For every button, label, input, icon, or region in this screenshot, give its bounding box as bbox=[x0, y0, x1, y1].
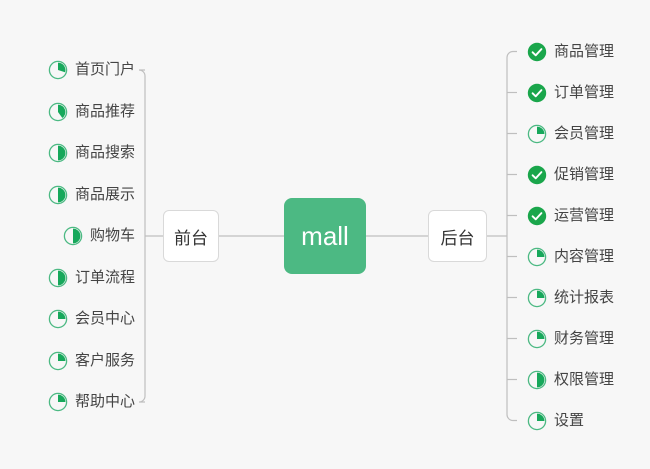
leaf-label: 商品管理 bbox=[554, 42, 615, 60]
leaf-label: 运营管理 bbox=[554, 206, 615, 224]
pie-progress-icon bbox=[63, 226, 83, 246]
leaf-node-统计报表[interactable]: 统计报表 bbox=[527, 285, 614, 311]
leaf-label: 权限管理 bbox=[554, 370, 615, 388]
pie-progress-icon bbox=[48, 143, 68, 163]
leaf-label: 首页门户 bbox=[74, 61, 135, 78]
check-circle-icon bbox=[527, 42, 547, 62]
check-circle-icon bbox=[527, 206, 547, 226]
leaf-node-促销管理[interactable]: 促销管理 bbox=[527, 162, 614, 188]
leaf-node-购物车[interactable]: 购物车 bbox=[63, 223, 135, 249]
pie-progress-icon bbox=[527, 411, 547, 431]
check-circle-icon bbox=[527, 165, 547, 185]
leaf-node-首页门户[interactable]: 首页门户 bbox=[48, 57, 135, 83]
pie-progress-icon bbox=[527, 370, 547, 390]
leaf-node-财务管理[interactable]: 财务管理 bbox=[527, 326, 614, 352]
leaf-label: 购物车 bbox=[89, 227, 135, 244]
pie-progress-icon bbox=[48, 309, 68, 329]
pie-progress-icon bbox=[48, 268, 68, 288]
node-root-mall[interactable]: mall bbox=[284, 198, 366, 274]
leaf-node-权限管理[interactable]: 权限管理 bbox=[527, 367, 614, 393]
leaf-label: 内容管理 bbox=[554, 247, 615, 265]
leaf-label: 订单流程 bbox=[74, 268, 135, 286]
leaf-node-运营管理[interactable]: 运营管理 bbox=[527, 203, 614, 229]
leaf-node-客户服务[interactable]: 客户服务 bbox=[48, 348, 135, 374]
leaf-node-会员管理[interactable]: 会员管理 bbox=[527, 121, 614, 147]
pie-progress-icon bbox=[527, 247, 547, 267]
leaf-node-会员中心[interactable]: 会员中心 bbox=[48, 306, 135, 332]
node-backend[interactable]: 后台 bbox=[428, 210, 487, 262]
leaf-node-订单流程[interactable]: 订单流程 bbox=[48, 265, 135, 291]
leaf-label: 商品推荐 bbox=[74, 102, 135, 120]
check-circle-icon bbox=[527, 83, 547, 103]
pie-progress-icon bbox=[48, 392, 68, 412]
leaf-label: 会员中心 bbox=[74, 310, 135, 327]
pie-progress-icon bbox=[527, 329, 547, 349]
pie-progress-icon bbox=[48, 185, 68, 205]
pie-progress-icon bbox=[527, 288, 547, 308]
leaf-label: 设置 bbox=[554, 411, 585, 429]
leaf-label: 统计报表 bbox=[554, 288, 615, 306]
leaf-node-帮助中心[interactable]: 帮助中心 bbox=[48, 389, 135, 415]
leaf-label: 商品搜索 bbox=[74, 144, 135, 161]
leaf-label: 帮助中心 bbox=[74, 393, 135, 410]
leaf-node-商品推荐[interactable]: 商品推荐 bbox=[48, 99, 135, 125]
leaf-node-订单管理[interactable]: 订单管理 bbox=[527, 80, 614, 106]
leaf-node-内容管理[interactable]: 内容管理 bbox=[527, 244, 614, 270]
leaf-label: 促销管理 bbox=[554, 165, 615, 183]
pie-progress-icon bbox=[48, 351, 68, 371]
leaf-label: 会员管理 bbox=[554, 124, 615, 142]
leaf-label: 客户服务 bbox=[74, 351, 135, 369]
leaf-label: 商品展示 bbox=[74, 185, 135, 203]
leaf-label: 财务管理 bbox=[554, 329, 615, 347]
leaf-node-商品管理[interactable]: 商品管理 bbox=[527, 39, 614, 65]
leaf-node-商品搜索[interactable]: 商品搜索 bbox=[48, 140, 135, 166]
leaf-node-商品展示[interactable]: 商品展示 bbox=[48, 182, 135, 208]
pie-progress-icon bbox=[48, 60, 68, 80]
pie-progress-icon bbox=[527, 124, 547, 144]
leaf-label: 订单管理 bbox=[554, 83, 615, 101]
pie-progress-icon bbox=[48, 102, 68, 122]
leaf-node-设置[interactable]: 设置 bbox=[527, 408, 584, 434]
node-frontend[interactable]: 前台 bbox=[163, 210, 219, 262]
